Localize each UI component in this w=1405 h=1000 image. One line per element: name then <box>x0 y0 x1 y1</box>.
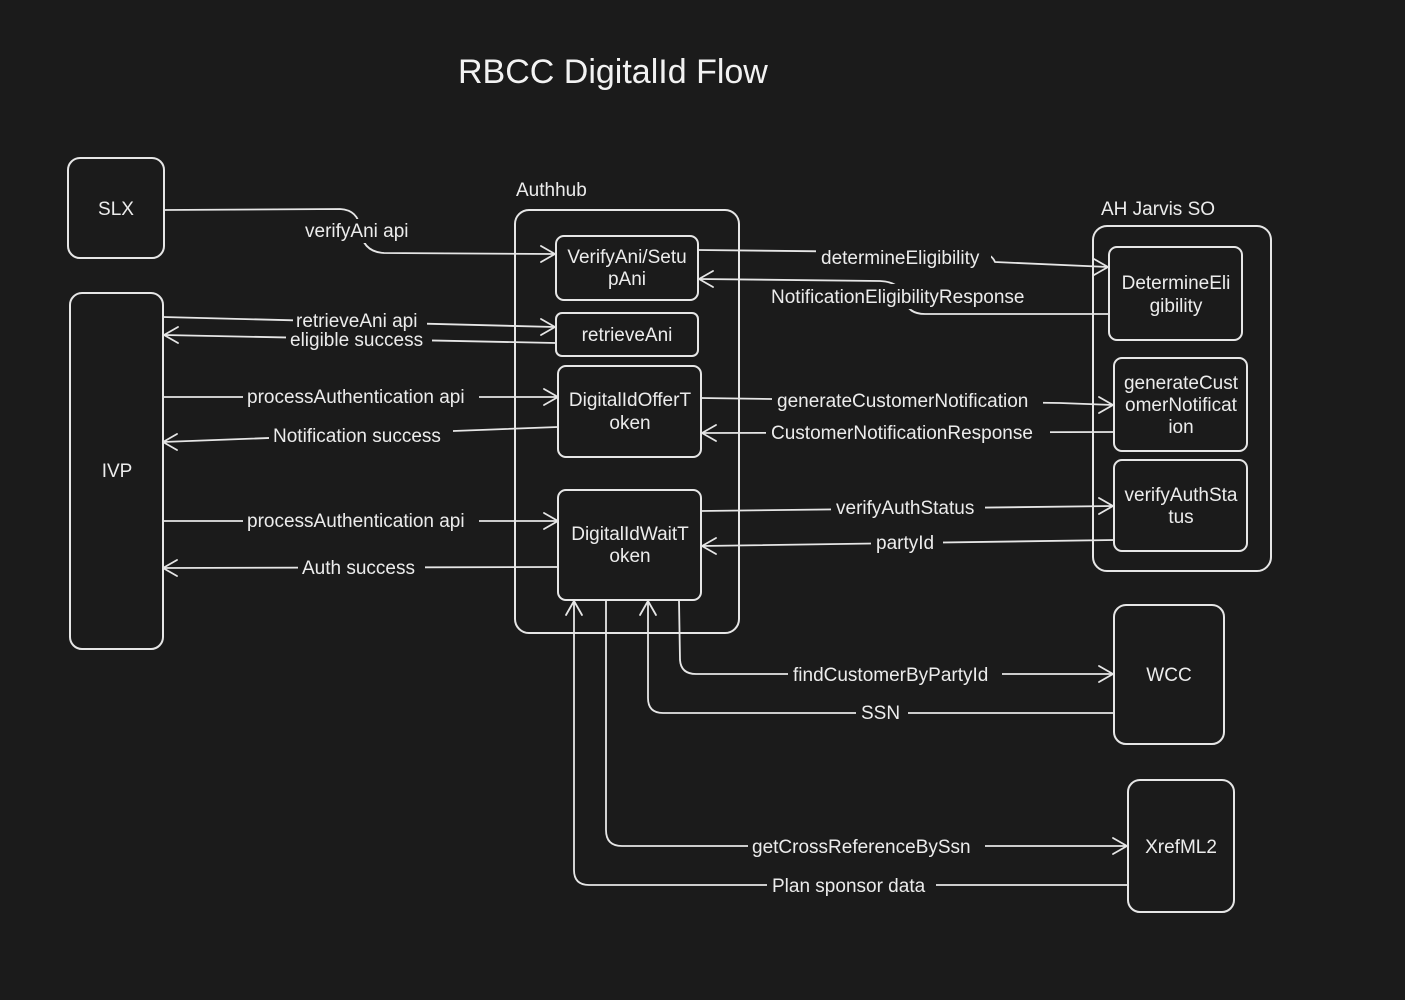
arrowhead-ssn <box>639 600 657 616</box>
node-retrieve-ani-label: retrieveAni <box>582 325 673 346</box>
edge-labels: verifyAni api retrieveAni api eligible s… <box>243 219 1050 898</box>
jarvis-group-label: AH Jarvis SO <box>1101 199 1215 220</box>
jarvis-group: AH Jarvis SO <box>1092 199 1272 572</box>
node-wcc: WCC <box>1113 604 1225 745</box>
authhub-group-label: Authhub <box>516 180 587 201</box>
svg-text:generateCustomerNotification: generateCustomerNotification <box>1124 373 1239 438</box>
label-generate-customer-notification: generateCustomerNotification <box>777 391 1028 412</box>
node-verify-ani-line-1: VerifyAni/Setu <box>567 247 686 268</box>
label-verify-ani-api: verifyAni api <box>305 221 409 242</box>
arrowhead-determine-eligibility <box>1093 258 1109 276</box>
arrowhead-notification-success <box>162 433 178 451</box>
node-verify-auth-status-line-2: tus <box>1168 507 1193 528</box>
label-plan-sponsor-data: Plan sponsor data <box>772 876 926 897</box>
label-process-auth-1: processAuthentication api <box>247 387 465 408</box>
edge-plan-sponsor-data <box>573 600 1129 886</box>
label-determine-eligibility: determineEligibility <box>821 248 980 269</box>
edge-ssn <box>647 600 1115 714</box>
arrowhead-notification-eligibility-response <box>698 270 714 288</box>
node-offer-token-line-2: oken <box>609 413 650 434</box>
label-notification-success: Notification success <box>273 426 441 447</box>
arrowhead-find-customer-by-party-id <box>1098 665 1114 683</box>
label-notification-eligibility-response: NotificationEligibilityResponse <box>771 287 1024 308</box>
svg-text:verifyAuthStatus: verifyAuthStatus <box>1125 485 1238 528</box>
arrowhead-auth-success <box>162 559 178 577</box>
label-ssn: SSN <box>861 703 900 724</box>
node-determine-eligibility-line-2: gibility <box>1150 296 1203 317</box>
label-retrieve-ani-api: retrieveAni api <box>296 311 417 332</box>
node-ivp-label: IVP <box>102 461 133 482</box>
arrowhead-customer-notification-response <box>701 424 717 442</box>
edge-find-customer-by-party-id <box>678 599 1114 675</box>
label-find-customer-by-party-id: findCustomerByPartyId <box>793 665 988 686</box>
node-determine-eligibility-line-1: DetermineEli <box>1122 273 1231 294</box>
label-process-auth-2: processAuthentication api <box>247 511 465 532</box>
node-wcc-label: WCC <box>1146 665 1191 686</box>
node-ivp: IVP <box>69 292 164 650</box>
arrowhead-generate-customer-notification <box>1098 396 1114 414</box>
node-slx: SLX <box>67 157 165 259</box>
arrowhead-plan-sponsor-data <box>565 600 583 616</box>
arrowhead-get-cross-reference-by-ssn <box>1112 837 1128 855</box>
arrowhead-retrieve-ani-api <box>540 318 556 336</box>
label-get-cross-reference-by-ssn: getCrossReferenceBySsn <box>752 837 971 858</box>
label-customer-notification-response: CustomerNotificationResponse <box>771 423 1033 444</box>
label-eligible-success: eligible success <box>290 330 423 351</box>
node-xrefml2-label: XrefML2 <box>1145 837 1217 858</box>
arrowhead-verify-auth-status <box>1098 497 1114 515</box>
node-generate-notification-line-1: generateCust <box>1124 373 1239 394</box>
label-auth-success: Auth success <box>302 558 415 579</box>
label-verify-auth-status: verifyAuthStatus <box>836 498 974 519</box>
node-generate-notification-line-2: omerNotificat <box>1125 395 1238 416</box>
diagram-title: RBCC DigitalId Flow <box>458 53 768 91</box>
edge-get-cross-reference-by-ssn <box>605 599 1128 847</box>
label-party-id: partyId <box>876 533 934 554</box>
node-verify-ani-line-2: pAni <box>608 269 646 290</box>
node-generate-notification-line-3: ion <box>1168 417 1193 438</box>
arrowhead-verify-ani-api <box>540 245 556 263</box>
arrowhead-process-auth-1 <box>543 388 559 406</box>
node-xrefml2: XrefML2 <box>1127 779 1235 913</box>
arrowhead-eligible-success <box>163 326 179 344</box>
arrowhead-process-auth-2 <box>543 512 559 530</box>
edges <box>162 208 1129 886</box>
authhub-group: Authhub <box>514 180 740 634</box>
node-verify-auth-status-line-1: verifyAuthSta <box>1125 485 1238 506</box>
node-wait-token-line-2: oken <box>609 546 650 567</box>
node-offer-token-line-1: DigitalIdOfferT <box>569 390 692 411</box>
node-wait-token-line-1: DigitalIdWaitT <box>571 524 689 545</box>
node-retrieve-ani: retrieveAni <box>555 312 699 357</box>
arrowhead-party-id <box>701 537 717 555</box>
node-slx-label: SLX <box>98 199 134 220</box>
